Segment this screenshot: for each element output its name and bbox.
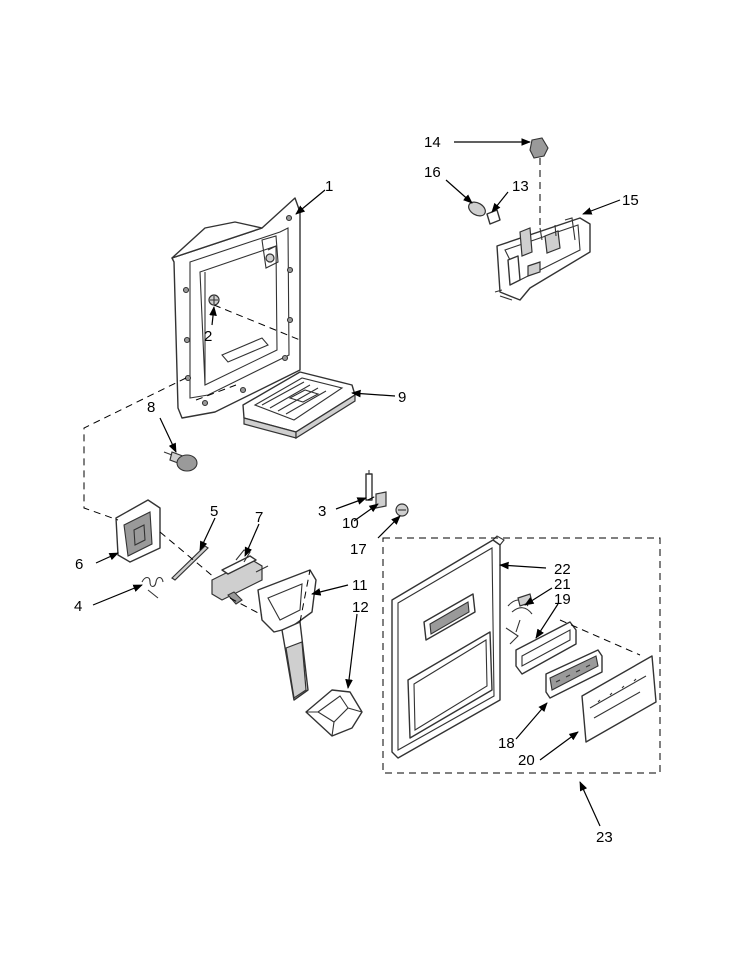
callout-20: 20 <box>518 752 535 769</box>
socket-part-13 <box>486 209 501 225</box>
dispenser-housing-part-1 <box>171 197 301 419</box>
callout-16: 16 <box>424 164 441 181</box>
dispenser-module-part-15 <box>494 217 591 301</box>
drip-tray-part-9 <box>242 371 356 440</box>
control-board-part-18 <box>545 649 603 699</box>
switch-housing-part-6 <box>115 499 161 563</box>
screw-part-17 <box>395 503 409 517</box>
gasket-part-10 <box>375 491 387 509</box>
assembly-outline-23 <box>382 537 661 774</box>
callout-13: 13 <box>512 178 529 195</box>
callout-18: 18 <box>498 735 515 752</box>
callout-15: 15 <box>622 192 639 209</box>
clip-part-3 <box>365 470 373 501</box>
lamp-socket-part-8 <box>163 451 198 472</box>
callout-labels: 1 2 3 4 5 6 7 8 9 10 11 12 13 14 15 16 1… <box>74 134 639 846</box>
callout-8: 8 <box>147 399 155 416</box>
callout-21: 21 <box>554 576 571 593</box>
callout-5: 5 <box>210 503 218 520</box>
front-panel-part-22 <box>391 535 505 759</box>
callout-19: 19 <box>554 591 571 608</box>
leader-lines <box>92 138 621 827</box>
callout-1: 1 <box>325 178 333 195</box>
decal-part-20 <box>581 655 657 743</box>
callout-7: 7 <box>255 509 263 526</box>
callout-10: 10 <box>342 515 359 532</box>
bracket-part-19 <box>515 621 577 675</box>
screw-part-2 <box>208 294 220 306</box>
callout-2: 2 <box>204 328 212 345</box>
callout-11: 11 <box>352 577 368 594</box>
callout-22: 22 <box>554 561 571 578</box>
ice-chute-part-12 <box>305 689 363 737</box>
switch-part-14 <box>529 137 549 159</box>
callout-4: 4 <box>74 598 82 615</box>
callout-3: 3 <box>318 503 326 520</box>
pin-part-5 <box>171 545 209 581</box>
spring-part-4 <box>141 576 164 599</box>
bulb-part-16 <box>468 201 486 217</box>
callout-23: 23 <box>596 829 613 846</box>
callout-17: 17 <box>350 541 367 558</box>
actuator-lever-part-7 <box>211 549 269 605</box>
chute-arm-part-11 <box>257 569 317 701</box>
assembly-lines <box>83 158 641 656</box>
callout-14: 14 <box>424 134 441 151</box>
callout-6: 6 <box>75 556 83 573</box>
callout-12: 12 <box>352 599 369 616</box>
callout-9: 9 <box>398 389 406 406</box>
harness-part-21 <box>505 593 533 645</box>
